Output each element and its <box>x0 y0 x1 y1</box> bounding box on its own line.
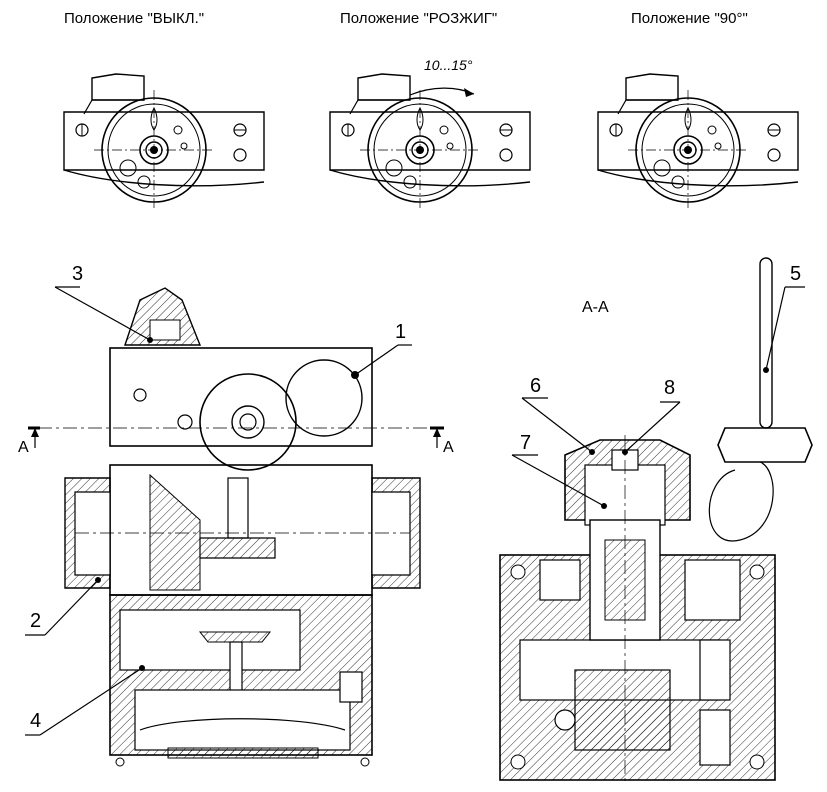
callout-6: 6 <box>530 375 541 397</box>
knob-view-ignition: 10...15° <box>329 57 531 211</box>
callout-7: 7 <box>520 432 531 454</box>
knob-view-off <box>63 73 265 211</box>
section-arrow-right-icon <box>433 428 441 437</box>
section-title: А-А <box>582 299 609 316</box>
section-mark-left: А <box>18 439 29 456</box>
knob-view-90 <box>597 73 799 211</box>
rotation-arrow-icon <box>464 88 474 97</box>
main-view: А А <box>18 263 454 767</box>
callout-8: 8 <box>664 377 675 399</box>
position-title-off: Положение "ВЫКЛ." <box>64 10 205 27</box>
position-title-ignition: Положение "РОЗЖИГ" <box>340 10 498 27</box>
section-view-a-a: А-А 5 <box>499 257 813 785</box>
rotation-note: 10...15° <box>424 57 473 73</box>
callout-1: 1 <box>395 321 406 343</box>
callout-2: 2 <box>30 610 41 632</box>
position-title-90: Положение "90°" <box>631 10 748 27</box>
callout-4: 4 <box>30 710 41 732</box>
section-mark-right: А <box>443 439 454 456</box>
section-arrow-left-icon <box>31 428 39 437</box>
callout-3: 3 <box>72 263 83 285</box>
callout-5: 5 <box>790 263 801 285</box>
